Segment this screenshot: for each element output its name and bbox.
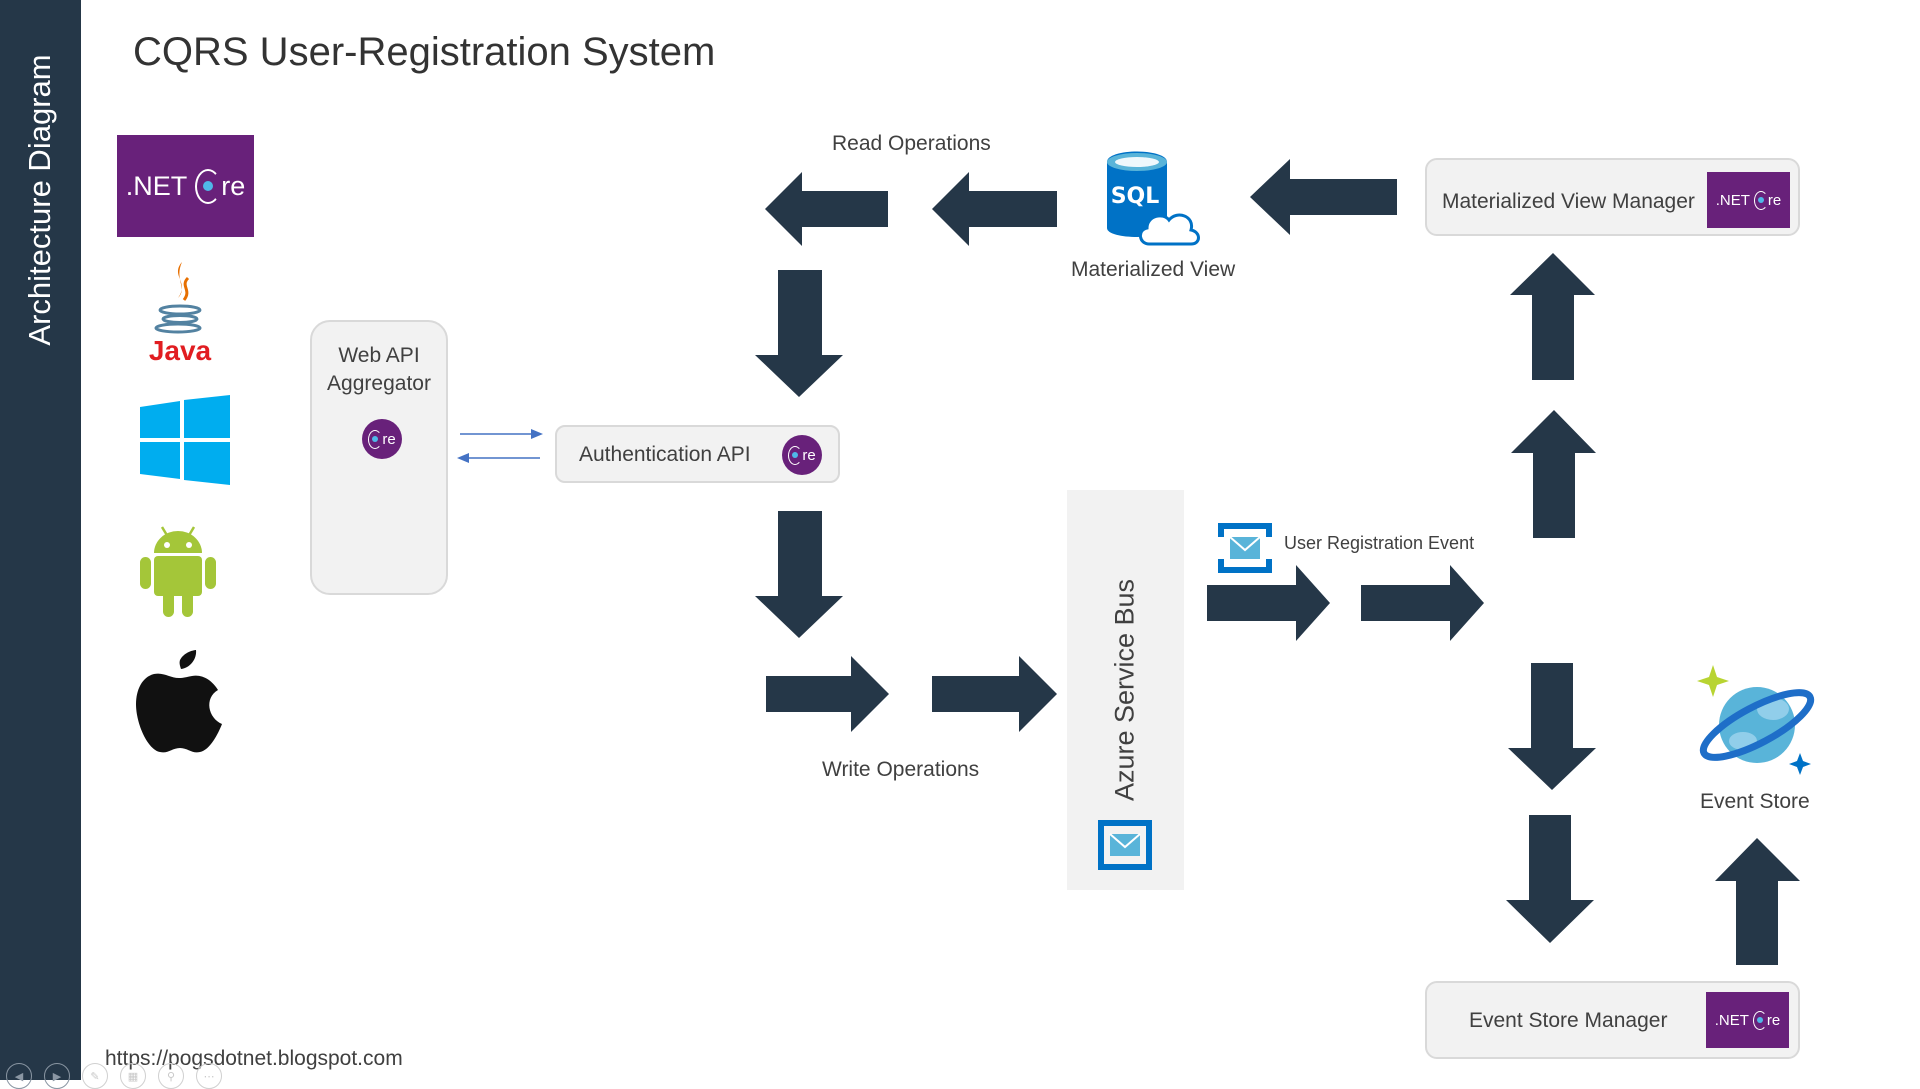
arrow-right-write-1 <box>766 656 889 732</box>
arrow-left-read-2 <box>932 172 1057 246</box>
web-api-line2: Aggregator <box>327 372 431 395</box>
web-api-line1: Web API <box>338 344 420 367</box>
arrow-left-from-mv-manager <box>1250 159 1397 235</box>
web-api-aggregator[interactable]: Web API Aggregator re <box>310 320 448 595</box>
sidebar: Architecture Diagram <box>0 0 81 1080</box>
netcore-prefix: .NET <box>125 170 188 201</box>
netcore-badge-icon: .NET re <box>1707 172 1790 228</box>
cosmos-db-icon <box>1695 663 1820 778</box>
netcore-badge-icon: .NET re <box>1706 992 1789 1048</box>
next-slide-button[interactable]: ▶ <box>44 1063 70 1089</box>
ellipsis-icon: ⋯ <box>203 1069 215 1083</box>
pen-icon: ✎ <box>90 1069 100 1083</box>
netcore-badge-icon: re <box>362 419 402 459</box>
zoom-button[interactable]: ⚲ <box>158 1063 184 1089</box>
android-icon <box>138 523 218 619</box>
triangle-right-icon: ▶ <box>52 1069 62 1083</box>
request-response-arrows <box>457 429 543 463</box>
slides-button[interactable]: ▦ <box>120 1063 146 1089</box>
netcore-icon: .NET re <box>117 135 254 237</box>
netcore-suffix: re <box>221 170 246 201</box>
arrow-down-1 <box>1508 663 1596 790</box>
service-bus-label: Azure Service Bus <box>1109 578 1140 802</box>
pen-tool-button[interactable]: ✎ <box>82 1063 108 1089</box>
event-store-manager[interactable]: Event Store Manager .NET re <box>1425 981 1800 1059</box>
message-icon <box>1218 523 1272 573</box>
event-store-label: Event Store <box>1700 790 1810 813</box>
service-bus-icon <box>1098 820 1152 870</box>
java-label: Java <box>149 335 212 366</box>
auth-api-label: Authentication API <box>579 443 751 466</box>
badge-suffix: re <box>382 430 396 448</box>
core-c-icon <box>195 168 222 204</box>
azure-service-bus[interactable]: Azure Service Bus <box>1067 490 1184 890</box>
netcore-badge-icon: re <box>782 435 822 475</box>
apple-icon <box>136 650 222 755</box>
magnifier-icon: ⚲ <box>166 1069 176 1083</box>
badge-suffix: re <box>1767 191 1782 209</box>
arrow-down-2 <box>1506 815 1594 943</box>
read-operations-label: Read Operations <box>832 132 991 155</box>
java-icon: Java <box>148 258 212 366</box>
triangle-left-icon: ◀ <box>14 1069 24 1083</box>
windows-icon <box>140 395 230 485</box>
badge-suffix: re <box>1766 1011 1781 1029</box>
slides-icon: ▦ <box>127 1069 139 1083</box>
arrow-up-1 <box>1510 253 1595 380</box>
more-options-button[interactable]: ⋯ <box>196 1063 222 1089</box>
page-title: CQRS User-Registration System <box>133 30 716 74</box>
badge-prefix: .NET <box>1714 1011 1749 1029</box>
user-registration-event-label: User Registration Event <box>1284 533 1475 553</box>
write-operations-label: Write Operations <box>822 758 980 781</box>
badge-prefix: .NET <box>1715 191 1750 209</box>
arrow-down-to-auth <box>755 270 843 397</box>
arrow-left-read-1 <box>765 172 888 246</box>
arrow-right-write-2 <box>932 656 1057 732</box>
es-manager-label: Event Store Manager <box>1469 1009 1668 1032</box>
badge-suffix: re <box>802 446 816 464</box>
sql-database-icon: SQL <box>1105 150 1205 252</box>
sql-text: SQL <box>1111 184 1160 209</box>
mv-manager-label: Materialized View Manager <box>1442 190 1695 213</box>
footer-url[interactable]: https://pogsdotnet.blogspot.com <box>105 1047 403 1070</box>
authentication-api[interactable]: Authentication API re <box>555 425 840 483</box>
arrow-up-to-event-store <box>1715 838 1800 965</box>
materialized-view-label: Materialized View <box>1071 258 1236 281</box>
arrow-down-from-auth <box>755 511 843 638</box>
arrow-up-2 <box>1511 410 1596 538</box>
arrow-right-event-2 <box>1361 565 1484 641</box>
previous-slide-button[interactable]: ◀ <box>6 1063 32 1089</box>
arrow-right-event-1 <box>1207 565 1330 641</box>
materialized-view-manager[interactable]: Materialized View Manager .NET re <box>1425 158 1800 236</box>
